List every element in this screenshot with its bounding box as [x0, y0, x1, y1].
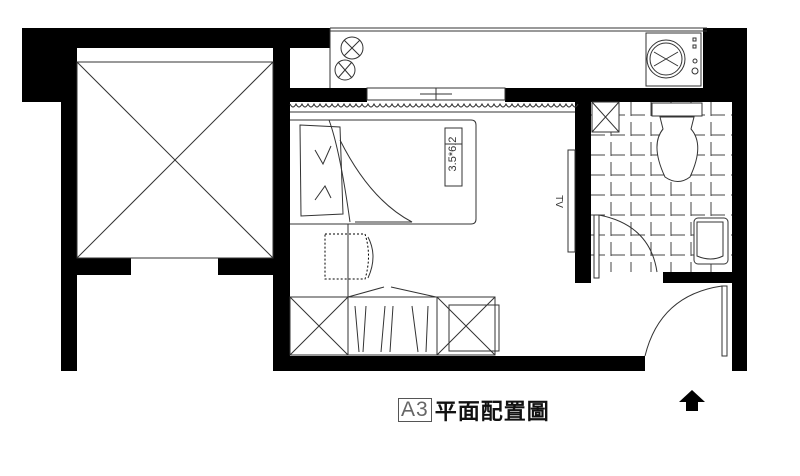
entry-door [644, 285, 728, 357]
washing-machine-icon [645, 32, 702, 87]
plan-code: A3 [398, 398, 432, 422]
plan-title: A3 平面配置圖 [398, 397, 550, 425]
cabinets [289, 296, 500, 356]
tv-stand [567, 149, 576, 253]
plan-name: 平面配置圖 [434, 400, 550, 425]
bed [290, 119, 477, 225]
bed-size-label: 3.5*6.2 [447, 136, 459, 172]
tv-label: TV [552, 195, 564, 208]
curtain [289, 102, 579, 113]
walls [22, 28, 747, 371]
arrow-up-icon [679, 390, 705, 411]
chair [324, 233, 374, 280]
plant-icon [334, 36, 364, 81]
bathroom-door [593, 214, 658, 279]
void-shaft [76, 61, 274, 259]
desk [290, 223, 437, 298]
balcony [329, 27, 707, 101]
sink-icon [693, 217, 729, 265]
toilet-icon [651, 102, 703, 182]
